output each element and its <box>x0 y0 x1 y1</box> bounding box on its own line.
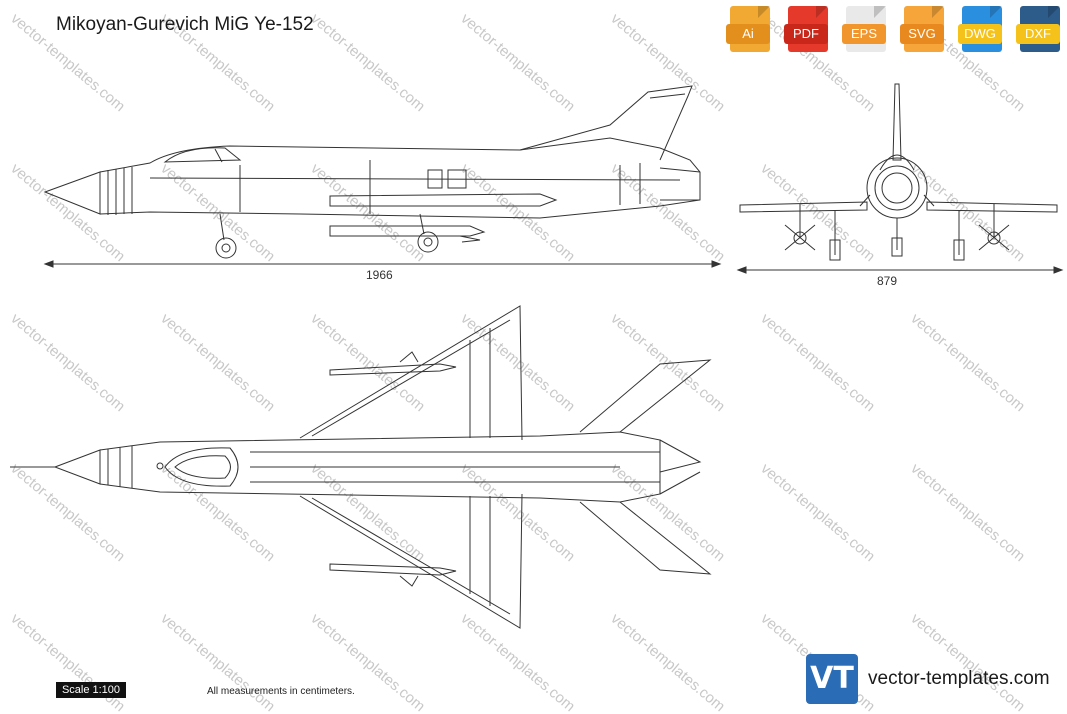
watermark-text: vector-templates.com <box>307 310 428 415</box>
watermark-text: vector-templates.com <box>307 10 428 115</box>
watermark-text: vector-templates.com <box>757 460 878 565</box>
watermark-text: vector-templates.com <box>607 610 728 714</box>
format-label: EPS <box>842 24 886 44</box>
watermark-text: vector-templates.com <box>907 160 1028 265</box>
front-view <box>739 83 1058 261</box>
watermark-text: vector-templates.com <box>7 310 128 415</box>
watermark-text: vector-templates.com <box>757 160 878 265</box>
dwg-file-icon[interactable]: DWG <box>958 6 1002 52</box>
format-icons: Ai PDF EPS SVG DWG DXF <box>726 6 1060 52</box>
format-label: Ai <box>726 24 770 44</box>
watermark-text: vector-templates.com <box>307 460 428 565</box>
eps-file-icon[interactable]: EPS <box>842 6 886 52</box>
watermark-text: vector-templates.com <box>607 460 728 565</box>
ai-file-icon[interactable]: Ai <box>726 6 770 52</box>
watermark-text: vector-templates.com <box>607 10 728 115</box>
watermark-text: vector-templates.com <box>457 310 578 415</box>
span-dimension-label: 879 <box>877 274 898 288</box>
brand-name: vector-templates.com <box>868 668 1050 689</box>
watermark-text: vector-templates.com <box>457 460 578 565</box>
dxf-file-icon[interactable]: DXF <box>1016 6 1060 52</box>
watermark-text: vector-templates.com <box>457 610 578 714</box>
page-title: Mikoyan-Gurevich MiG Ye-152 <box>56 14 314 35</box>
format-label: DXF <box>1016 24 1060 44</box>
watermark-text: vector-templates.com <box>7 610 128 714</box>
watermark-layer: vector-templates.com vector-templates.com… <box>7 10 1028 714</box>
brand-block[interactable]: VT vector-templates.com <box>806 654 1050 704</box>
watermark-text: vector-templates.com <box>157 610 278 714</box>
format-label: DWG <box>958 24 1002 44</box>
svg-file-icon[interactable]: SVG <box>900 6 944 52</box>
watermark-text: vector-templates.com <box>7 160 128 265</box>
watermark-text: vector-templates.com <box>607 310 728 415</box>
top-view <box>10 305 712 629</box>
watermark-text: vector-templates.com <box>157 310 278 415</box>
watermark-text: vector-templates.com <box>907 310 1028 415</box>
scale-badge: Scale 1:100 <box>56 682 126 698</box>
watermark-text: vector-templates.com <box>457 10 578 115</box>
format-label: PDF <box>784 24 828 44</box>
watermark-text: vector-templates.com <box>7 460 128 565</box>
watermark-text: vector-templates.com <box>307 610 428 714</box>
watermark-text: vector-templates.com <box>307 160 428 265</box>
watermark-text: vector-templates.com <box>907 460 1028 565</box>
watermark-text: vector-templates.com <box>157 460 278 565</box>
length-dimension-label: 1966 <box>366 268 393 282</box>
watermark-text: vector-templates.com <box>457 160 578 265</box>
watermark-text: vector-templates.com <box>757 310 878 415</box>
span-dimension-line <box>736 266 1064 274</box>
side-view <box>43 85 701 259</box>
length-dimension-line <box>43 260 722 268</box>
pdf-file-icon[interactable]: PDF <box>784 6 828 52</box>
vt-logo-icon: VT <box>806 654 858 704</box>
watermark-text: vector-templates.com <box>607 160 728 265</box>
measurement-note: All measurements in centimeters. <box>207 686 355 697</box>
format-label: SVG <box>900 24 944 44</box>
